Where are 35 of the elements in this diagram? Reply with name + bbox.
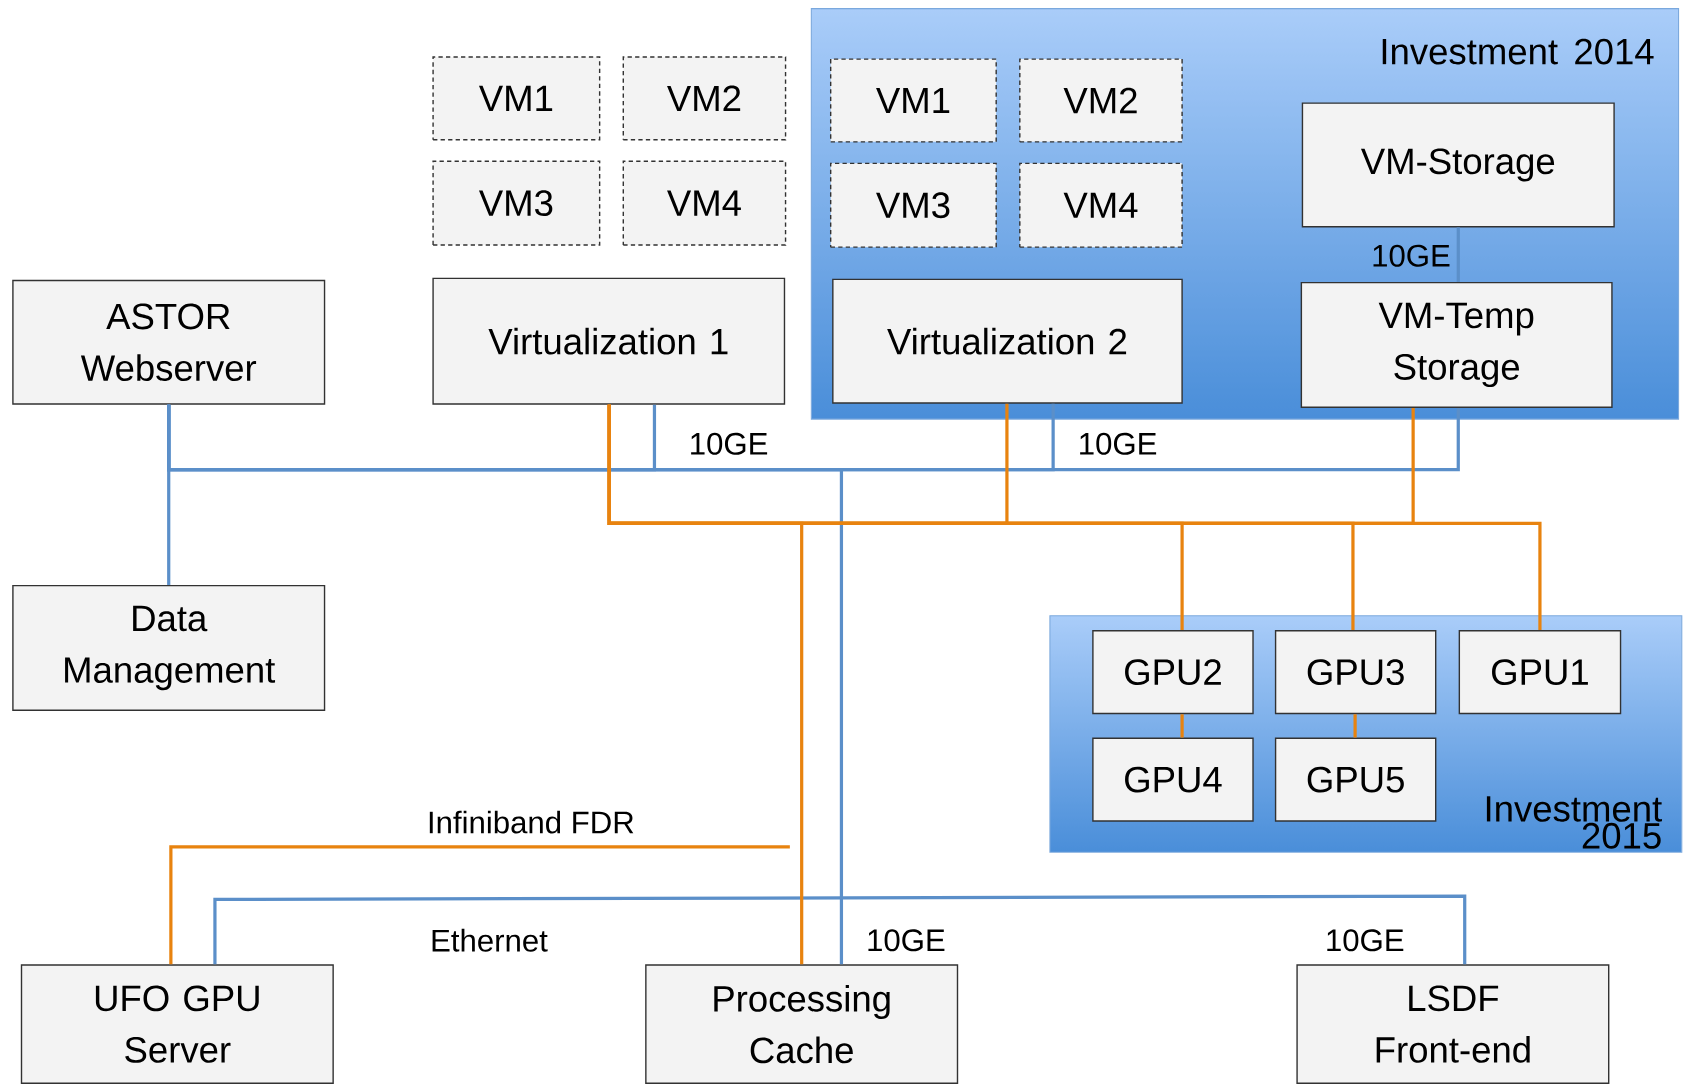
virtual-machine-box: VM3 — [432, 160, 601, 246]
server-box: VM-Temp Storage — [1300, 282, 1613, 409]
edge-label: 10GE — [1080, 433, 1157, 456]
network-line — [1353, 714, 1357, 738]
network-line — [213, 894, 1467, 965]
server-box: GPU4 — [1092, 737, 1254, 822]
virtual-machine-box: VM1 — [432, 56, 601, 141]
network-line — [607, 405, 804, 965]
virtual-machine-box: VM4 — [1019, 162, 1183, 249]
edge-label: 10GE — [691, 433, 768, 456]
server-box: GPU2 — [1092, 630, 1254, 715]
network-line — [169, 845, 790, 965]
server-box: LSDF Front-end — [1296, 964, 1610, 1085]
server-box: ASTOR Webserver — [12, 280, 326, 405]
edge-label: Infiniband FDR — [429, 810, 634, 834]
edge-label: Ethernet — [432, 929, 548, 952]
virtual-machine-box: VM2 — [622, 56, 787, 141]
server-box: Data Management — [12, 585, 326, 712]
virtual-machine-box: VM2 — [1019, 58, 1183, 143]
network-line — [1180, 714, 1184, 738]
edge-label: 10GE — [1373, 245, 1450, 268]
server-box: Virtualization 1 — [432, 277, 786, 405]
server-box: GPU3 — [1274, 630, 1437, 715]
server-box: GPU1 — [1458, 630, 1622, 715]
server-box: Processing Cache — [645, 964, 959, 1085]
virtual-machine-box: VM1 — [830, 58, 997, 143]
edge-label: 10GE — [868, 929, 945, 952]
server-box: VM-Storage — [1301, 102, 1615, 228]
virtual-machine-box: VM4 — [622, 160, 787, 246]
virtual-machine-box: VM3 — [830, 162, 997, 249]
network-line — [167, 405, 844, 965]
server-box: Virtualization 2 — [832, 278, 1183, 404]
link-label: 10GE — [1327, 929, 1404, 952]
server-box: GPU5 — [1274, 737, 1437, 822]
server-box: UFO GPU Server — [20, 964, 334, 1085]
